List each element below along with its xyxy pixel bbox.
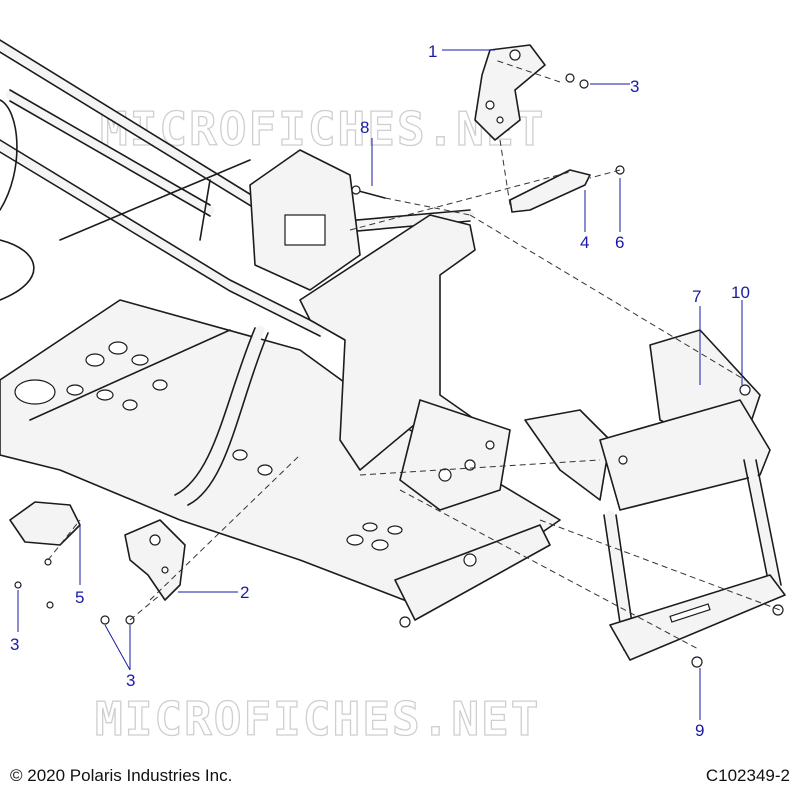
- part-1-upper-bracket: [474, 44, 546, 141]
- callout-5: 5: [75, 588, 84, 607]
- callout-4: 4: [580, 233, 589, 252]
- callout-3-right: 3: [630, 77, 639, 96]
- figure-id: C102349-2: [705, 766, 790, 785]
- main-frame: [0, 39, 561, 628]
- callout-10: 10: [731, 283, 750, 302]
- callout-8: 8: [360, 118, 369, 137]
- callout-9: 9: [695, 721, 704, 740]
- callout-2: 2: [240, 583, 249, 602]
- callout-1: 1: [428, 42, 437, 61]
- floor-holes: [14, 341, 403, 551]
- assembly-lines: [47, 59, 781, 651]
- callout-3-bottom: 3: [126, 671, 135, 690]
- copyright-text: © 2020 Polaris Industries Inc.: [10, 766, 233, 785]
- part-7-front-cage: [524, 329, 786, 661]
- part-4-support-strap: [509, 169, 591, 213]
- watermark-bottom: MICROFICHES.NET: [95, 692, 540, 746]
- callout-labels: 1 2 3 3 3 4 5 6 7 8 9 10: [10, 42, 750, 740]
- leader-lines: [17, 49, 743, 720]
- callout-6: 6: [615, 233, 624, 252]
- callout-3-left: 3: [10, 635, 19, 654]
- part-2-lower-bracket: [124, 519, 186, 601]
- part-5-cover-plate: [9, 501, 81, 546]
- callout-7: 7: [692, 287, 701, 306]
